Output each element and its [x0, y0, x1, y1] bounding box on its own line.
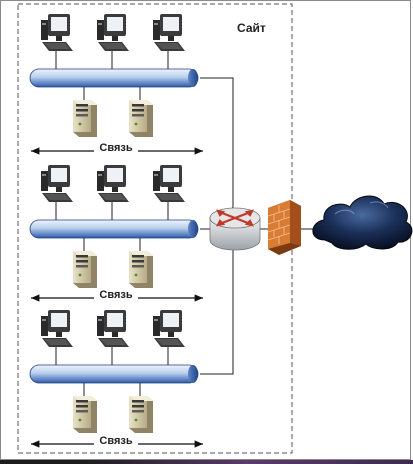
segment-1-link-label: Связь	[99, 142, 133, 154]
workstation-icon	[153, 14, 185, 51]
network-bus	[29, 364, 199, 384]
network-segment	[29, 310, 203, 448]
server-icon	[73, 100, 97, 137]
server-icon	[129, 251, 153, 288]
site-label: Сайт	[237, 21, 266, 35]
workstation-icon	[41, 310, 73, 347]
segment-3-link-label: Связь	[99, 435, 133, 447]
router-icon	[209, 207, 261, 251]
workstation-icon	[97, 14, 129, 51]
internet-cloud-icon	[312, 195, 413, 250]
server-icon	[73, 251, 97, 288]
server-icon	[129, 396, 153, 433]
network-segment	[29, 14, 203, 155]
network-segment	[29, 165, 203, 302]
network-bus	[29, 219, 199, 239]
workstation-icon	[41, 165, 73, 202]
firewall-icon	[267, 200, 301, 255]
network-bus	[29, 68, 199, 88]
workstation-icon	[153, 165, 185, 202]
bottom-accent-bar	[0, 460, 413, 464]
workstation-icon	[97, 165, 129, 202]
workstation-icon	[41, 14, 73, 51]
server-icon	[73, 396, 97, 433]
segment-2-link-label: Связь	[99, 289, 133, 301]
workstation-icon	[153, 310, 185, 347]
server-icon	[129, 100, 153, 137]
workstation-icon	[97, 310, 129, 347]
